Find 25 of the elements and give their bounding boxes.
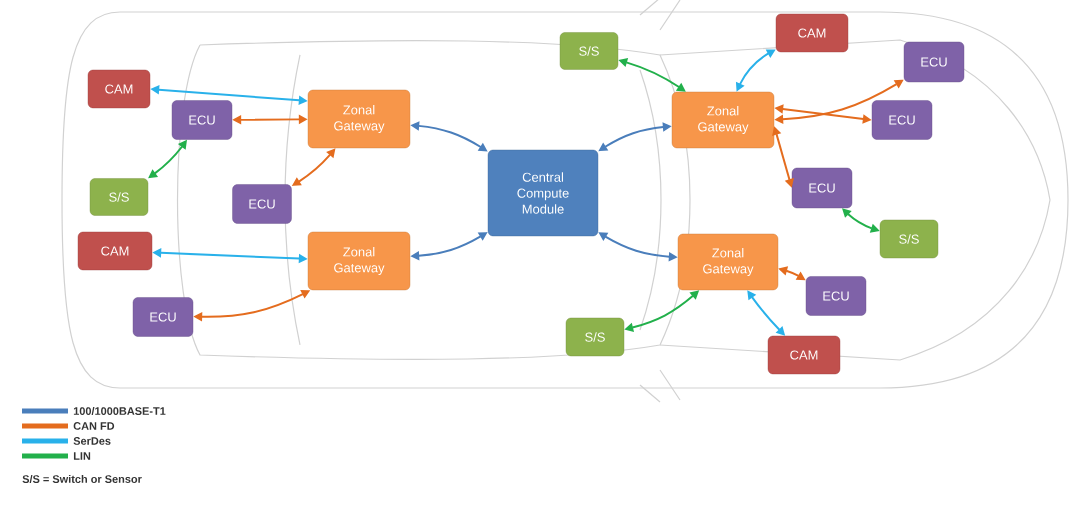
ecu-box: ECU (132, 297, 194, 337)
ecu-box: ECU (871, 100, 933, 140)
legend-text: SerDes (73, 437, 111, 445)
gateway-box: Zonal Gateway (307, 231, 411, 291)
switch-sensor-box: S/S (879, 219, 939, 259)
switch-sensor-box: S/S (559, 32, 619, 70)
switch-sensor-box: S/S (89, 178, 149, 216)
gateway-box: Zonal Gateway (677, 233, 779, 291)
compute-module-box: Central Compute Module (487, 149, 599, 237)
note: S/S = Switch or Sensor (22, 474, 142, 484)
camera-box: CAM (767, 335, 841, 375)
camera-box: CAM (77, 231, 153, 271)
legend-text: LIN (73, 452, 91, 460)
gateway-box: Zonal Gateway (671, 91, 775, 149)
switch-sensor-box: S/S (565, 317, 625, 357)
legend-text: CAN FD (73, 422, 115, 430)
camera-box: CAM (775, 13, 849, 53)
ecu-box: ECU (232, 184, 292, 224)
ecu-box: ECU (903, 41, 965, 83)
ecu-box: ECU (805, 276, 867, 316)
ecu-box: ECU (791, 167, 853, 209)
ecu-box: ECU (171, 100, 233, 140)
camera-box: CAM (87, 69, 151, 109)
gateway-box: Zonal Gateway (307, 89, 411, 149)
legend-text: 100/1000BASE-T1 (73, 406, 166, 416)
